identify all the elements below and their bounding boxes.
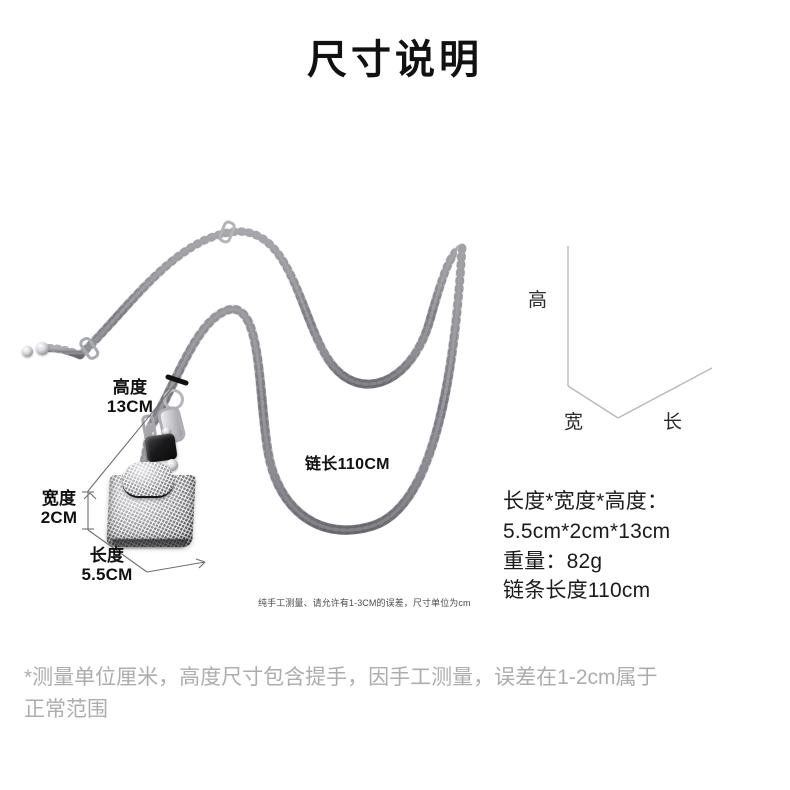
footer-line-2: 正常范围 (24, 697, 108, 721)
axis-label-width: 宽 (564, 412, 584, 433)
footer-line-1: *测量单位厘米，高度尺寸包含提手，因手工测量，误差在1-2cm属于 (24, 666, 658, 689)
bag-flap (122, 462, 174, 498)
axis-diagram: 高 宽 长 (500, 240, 790, 450)
dimension-label-length: 长度 5.5CM (81, 546, 133, 585)
spec-dimensions-value: 5.5cm*2cm*13cm (503, 519, 671, 543)
clasp-bead (162, 427, 171, 436)
specification-block: 长度*宽度*高度： 5.5cm*2cm*13cm 重量：82g 链条长度110c… (503, 487, 788, 606)
dimension-label-width: 宽度 2CM (40, 489, 78, 528)
spec-chain-length: 链条长度110cm (503, 579, 651, 603)
footer-note: *测量单位厘米，高度尺寸包含提手，因手工测量，误差在1-2cm属于 正常范围 (24, 662, 764, 725)
bag-base-shadow (112, 539, 188, 549)
spec-dimensions-label: 长度*宽度*高度： (503, 490, 669, 513)
measurement-disclaimer: 纯手工测量、请允许有1-3CM的误差，尺寸单位为cm (258, 598, 471, 608)
axis-diagram-lines (567, 246, 713, 419)
chain-end-bead (22, 346, 33, 357)
axis-label-length: 长 (663, 412, 683, 433)
dimension-label-height: 高度 13CM (106, 378, 154, 417)
page-title: 尺寸说明 (307, 38, 483, 82)
chain-end-bead (36, 342, 49, 355)
spec-weight: 重量：82g (503, 549, 603, 573)
product-photo-stage (0, 170, 500, 640)
handbag-photo (100, 389, 230, 555)
chain-length-label: 链长110CM (305, 456, 390, 473)
axis-label-height: 高 (528, 290, 548, 311)
